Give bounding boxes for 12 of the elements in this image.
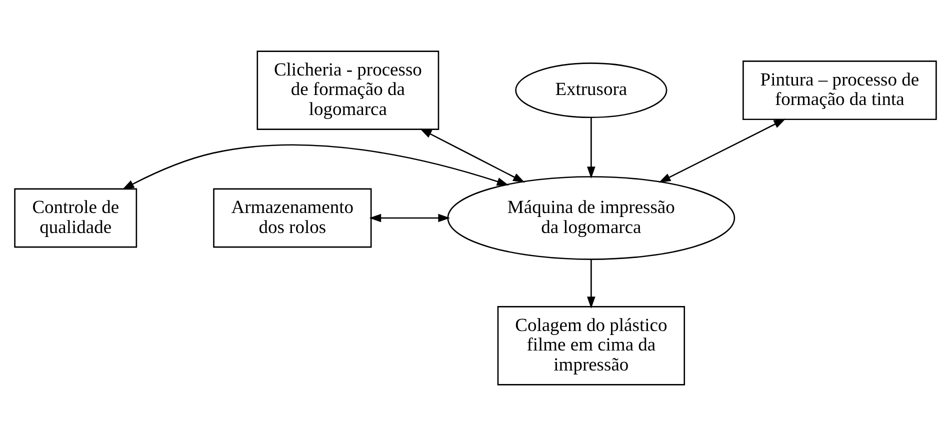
node-box: Clicheria - processo de formação da logomarca — [256, 50, 439, 130]
arrow — [586, 117, 595, 178]
node-box: Colagem do plástico filme em cima da impressão — [496, 306, 685, 385]
arrow — [658, 118, 786, 182]
node-box: Pintura – processo de formação da tinta — [742, 60, 936, 120]
node-box: Armazenamento dos rolos — [212, 188, 372, 248]
arrow — [122, 144, 508, 190]
arrow — [419, 128, 524, 182]
arrow — [586, 258, 595, 308]
arrow — [368, 213, 450, 222]
node-ellipse: Extrusora — [514, 62, 667, 118]
node-box: Controle de qualidade — [14, 188, 137, 248]
